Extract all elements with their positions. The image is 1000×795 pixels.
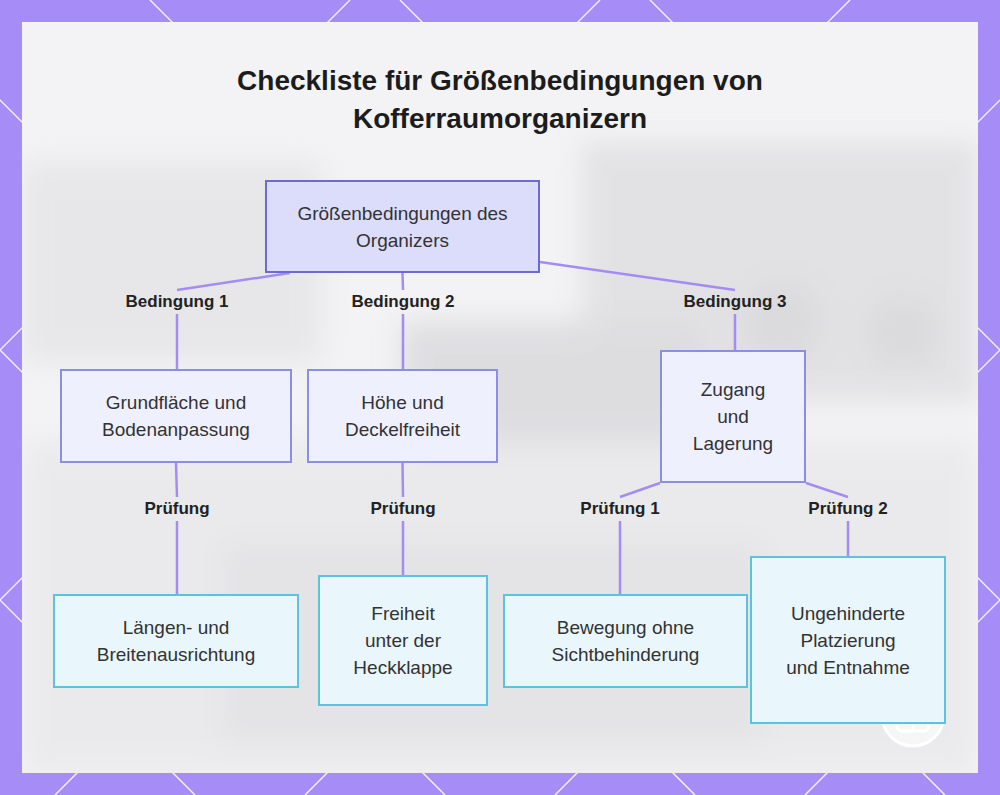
edge-label: Bedingung 3 bbox=[684, 292, 787, 312]
edge-label: Bedingung 1 bbox=[126, 292, 229, 312]
process-box: Höhe und Deckelfreiheit bbox=[307, 369, 498, 463]
box-text: Höhe und Deckelfreiheit bbox=[323, 389, 483, 443]
process-box: Freiheit unter der Heckklappe bbox=[318, 575, 488, 706]
box-text: Zugang und Lagerung bbox=[687, 376, 779, 457]
edge-label: Bedingung 2 bbox=[352, 292, 455, 312]
box-text: Bewegung ohne Sichtbehinderung bbox=[521, 614, 731, 668]
box-text: Freiheit unter der Heckklappe bbox=[348, 600, 458, 681]
process-box: Zugang und Lagerung bbox=[660, 350, 806, 483]
connector-line bbox=[177, 273, 290, 369]
process-box: Längen- und Breitenausrichtung bbox=[53, 594, 299, 688]
edge-label: Prüfung bbox=[144, 499, 209, 519]
box-text: Ungehinderte Platzierung und Entnahme bbox=[784, 600, 912, 681]
edge-label: Prüfung 1 bbox=[580, 499, 659, 519]
process-box: Bewegung ohne Sichtbehinderung bbox=[503, 594, 748, 688]
diagram-title: Checkliste für Größenbedingungen von Kof… bbox=[150, 62, 850, 138]
process-box: Ungehinderte Platzierung und Entnahme bbox=[750, 556, 946, 724]
connector-line bbox=[401, 273, 404, 369]
connector-line bbox=[401, 463, 404, 575]
edge-label: Prüfung 2 bbox=[808, 499, 887, 519]
process-box: Größenbedingungen des Organizers bbox=[265, 180, 540, 273]
process-box: Grundfläche und Bodenanpassung bbox=[60, 369, 292, 463]
box-text: Größenbedingungen des Organizers bbox=[293, 200, 513, 254]
connector-line bbox=[176, 463, 177, 594]
box-text: Längen- und Breitenausrichtung bbox=[71, 614, 281, 668]
connector-line bbox=[806, 483, 848, 556]
edge-label: Prüfung bbox=[370, 499, 435, 519]
box-text: Grundfläche und Bodenanpassung bbox=[76, 389, 276, 443]
